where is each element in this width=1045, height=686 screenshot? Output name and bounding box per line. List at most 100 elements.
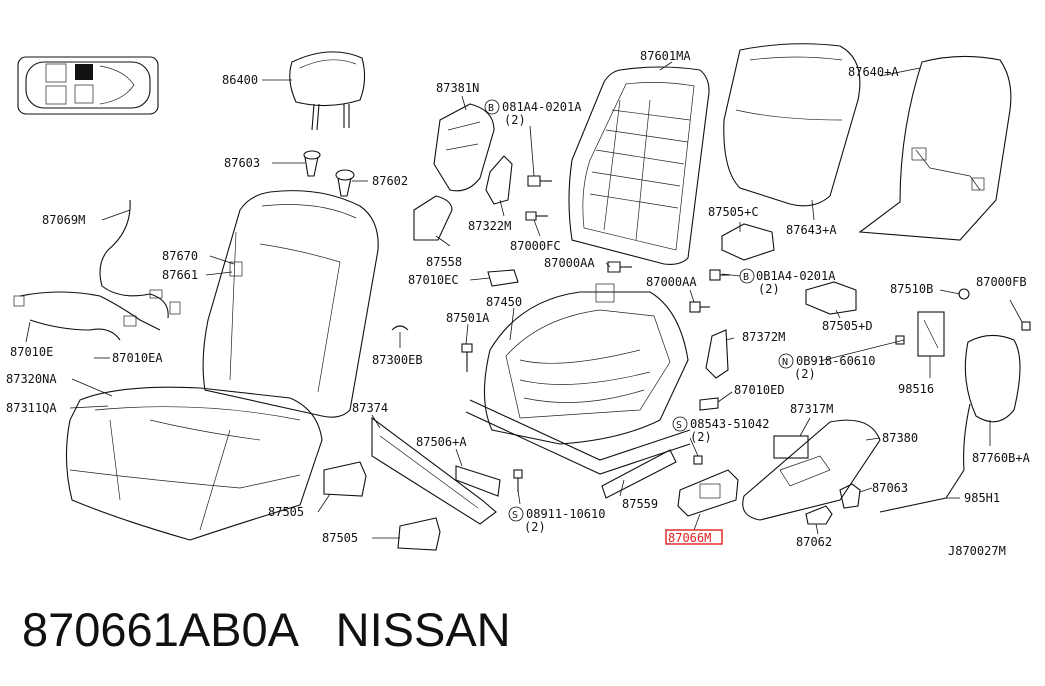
label-87643a: 87643+A <box>786 223 837 237</box>
label-87062: 87062 <box>796 535 832 549</box>
nut-symbol-n: N <box>782 357 788 368</box>
cover-87505-b-part <box>397 517 441 551</box>
label-0b1a4-0201a: 0B1A4-0201A <box>756 269 836 283</box>
label-87381n: 87381N <box>436 81 479 95</box>
screw-08911-part <box>513 469 523 492</box>
label-87372m: 87372M <box>742 330 785 344</box>
label-08543-qty: (2) <box>690 430 712 444</box>
seat-cushion-frame-part <box>465 283 691 475</box>
seat-back-cushion-part <box>202 190 379 418</box>
module-98516-part <box>917 311 945 357</box>
label-87063: 87063 <box>872 481 908 495</box>
label-87670: 87670 <box>162 249 198 263</box>
bracket-87505d-part <box>805 281 857 315</box>
label-08911-10610: 08911-10610 <box>526 507 605 521</box>
label-87069m: 87069M <box>42 213 85 227</box>
label-08543-51042: 08543-51042 <box>690 417 769 431</box>
label-87300eb: 87300EB <box>372 353 423 367</box>
label-87311qa: 87311QA <box>6 401 57 415</box>
diagram-code: J870027M <box>948 544 1006 558</box>
bolt-0b1a4-part <box>709 269 730 281</box>
bolt-87000fc-part <box>525 211 548 221</box>
headrest-guide-right-part <box>335 169 355 197</box>
screw-08543-part <box>693 455 703 465</box>
label-87505-a: 87505 <box>268 505 304 519</box>
label-87559: 87559 <box>622 497 658 511</box>
side-finisher-87380-part <box>742 419 881 521</box>
bolt-87000aa-2-part <box>689 301 710 313</box>
finisher-87374-part <box>371 416 497 525</box>
label-87501a: 87501A <box>446 311 490 325</box>
cover-87505-a-part <box>323 461 367 497</box>
label-87317m: 87317M <box>790 402 833 416</box>
cover-87506a-part <box>455 465 501 497</box>
label-87661: 87661 <box>162 268 198 282</box>
label-87505-b: 87505 <box>322 531 358 545</box>
switch-assembly-87066m-part <box>677 469 739 517</box>
leader-lines <box>25 61 1023 539</box>
screw-symbol-s: S <box>512 510 518 521</box>
bracket-87505c-part <box>721 223 775 261</box>
label-87602: 87602 <box>372 174 408 188</box>
label-87450: 87450 <box>486 295 522 309</box>
label-87000fb: 87000FB <box>976 275 1027 289</box>
seat-parts-diagram: 86400 87603 87602 87069M 87670 87661 870… <box>6 43 1031 558</box>
label-985h1: 985H1 <box>964 491 1000 505</box>
screw-symbol-s-2: S <box>676 420 682 431</box>
back-cover-87381n-part <box>433 103 495 192</box>
bolt-87000aa-part <box>607 261 632 273</box>
clip-87300eb-part <box>391 325 409 331</box>
brand-name: NISSAN <box>335 603 511 656</box>
label-08911-qty: (2) <box>524 520 546 534</box>
car-locator-icon <box>17 56 159 115</box>
knob-87063-part <box>839 483 861 509</box>
headrest-guide-left-part <box>303 150 321 177</box>
cover-87558-part <box>413 195 453 241</box>
seat-back-frame-part <box>568 66 710 265</box>
label-081a4-0201a: 081A4-0201A <box>502 100 582 114</box>
label-87010ea: 87010EA <box>112 351 163 365</box>
label-0b1a4-qty: (2) <box>758 282 780 296</box>
seat-back-pad-part <box>723 43 861 207</box>
label-87374: 87374 <box>352 401 388 415</box>
headrest-part <box>289 51 366 131</box>
part-number: 870661AB0A <box>22 603 297 656</box>
label-87505d: 87505+D <box>822 319 873 333</box>
label-081a4-qty: (2) <box>504 113 526 127</box>
clip-87010ed-part <box>699 397 719 411</box>
label-87380: 87380 <box>882 431 918 445</box>
label-87505c: 87505+C <box>708 205 759 219</box>
label-87000aa: 87000AA <box>544 256 595 270</box>
label-87320na: 87320NA <box>6 372 57 386</box>
label-87010ed: 87010ED <box>734 383 785 397</box>
label-87010ec: 87010EC <box>408 273 459 287</box>
knob-87062-part <box>805 505 833 525</box>
part-caption: 870661AB0A NISSAN <box>22 600 1022 660</box>
switch-87317m-part <box>773 435 809 459</box>
bolt-symbol-b: B <box>488 103 494 114</box>
label-87603: 87603 <box>224 156 260 170</box>
bolt-081a4-part <box>527 175 552 187</box>
label-87601ma: 87601MA <box>640 49 691 63</box>
seat-back-trim-part <box>858 55 1012 241</box>
label-87510b: 87510B <box>890 282 933 296</box>
label-87000fc: 87000FC <box>510 239 561 253</box>
label-87506a: 87506+A <box>416 435 467 449</box>
label-87010e: 87010E <box>10 345 53 359</box>
label-87000aa-2: 87000AA <box>646 275 697 289</box>
label-0b918-qty: (2) <box>794 367 816 381</box>
label-87558: 87558 <box>426 255 462 269</box>
label-87322m: 87322M <box>468 219 511 233</box>
label-87640a: 87640+A <box>848 65 899 79</box>
label-98516: 98516 <box>898 382 934 396</box>
label-86400: 86400 <box>222 73 258 87</box>
clip-87010ec-part <box>487 269 519 287</box>
label-0b918-60610: 0B918-60610 <box>796 354 875 368</box>
label-87066m: 87066M <box>668 531 711 545</box>
bolt-symbol-b-2: B <box>743 272 749 283</box>
label-87760ba: 87760B+A <box>972 451 1031 465</box>
seat-cushion-part <box>65 386 323 541</box>
side-airbag-87760ba-part <box>879 334 1021 513</box>
bolt-87510b-part <box>958 288 970 300</box>
bolt-87000fb-part <box>1021 321 1031 331</box>
